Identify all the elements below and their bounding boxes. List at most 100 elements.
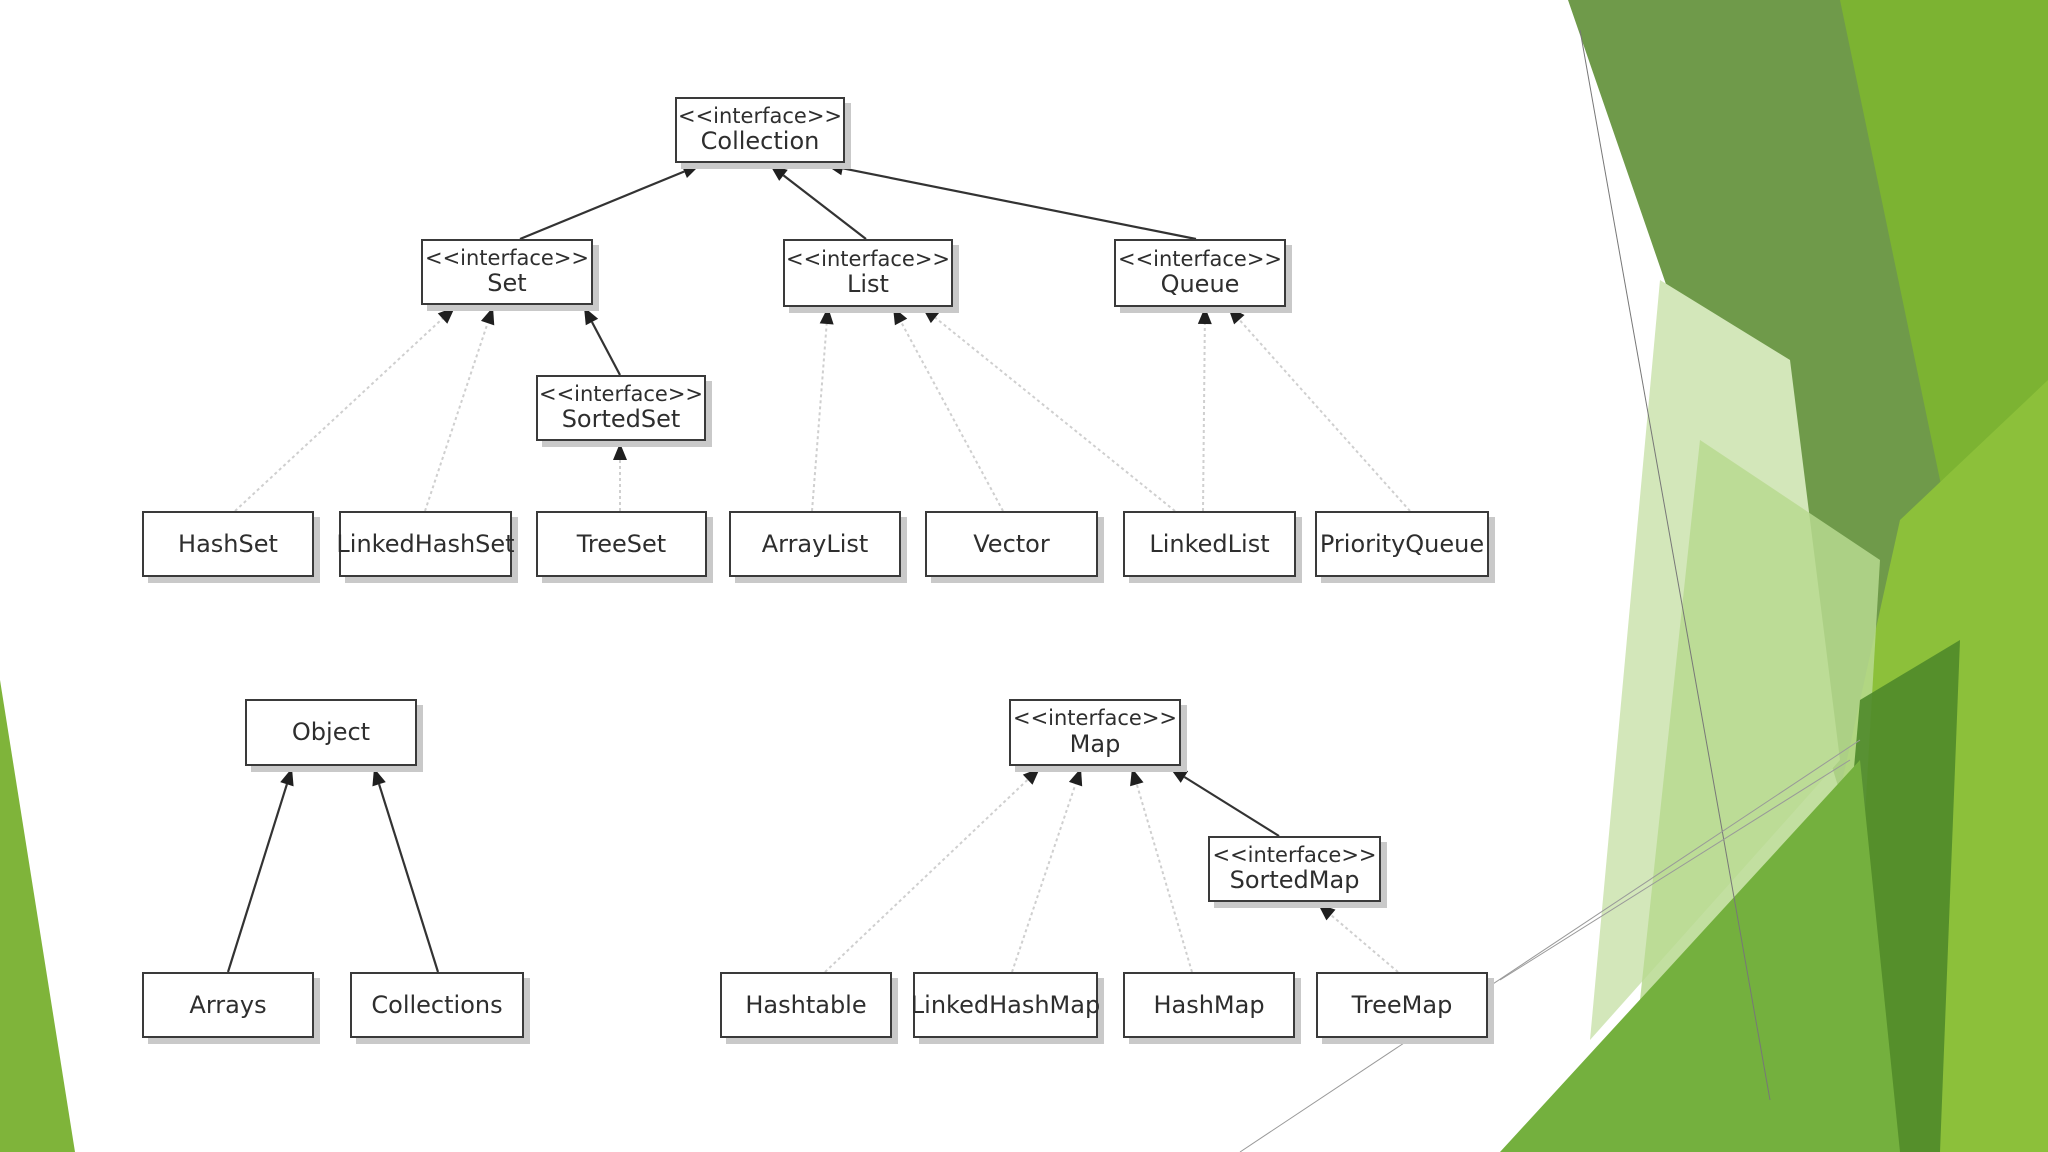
edge-vector-to-list (893, 307, 1004, 512)
edge-linkedhashmap-to-map (1011, 768, 1083, 973)
arrowhead-icon (681, 164, 700, 178)
collection-name: Collection (700, 127, 820, 156)
hashset-class-box: HashSet (142, 511, 314, 577)
arrowhead-icon (480, 307, 495, 326)
edge-line (1330, 914, 1399, 973)
edge-hashtable-to-map (824, 768, 1040, 973)
linkedlist-name: LinkedList (1149, 529, 1270, 558)
arrowhead-icon (1197, 307, 1212, 325)
arrowhead-icon (770, 165, 788, 181)
arrays-name: Arrays (189, 990, 267, 1019)
sortedset-interface-box: <<interface>> SortedSet (536, 375, 706, 441)
queue-stereotype: <<interface>> (1117, 246, 1283, 271)
list-name: List (847, 270, 889, 299)
sortedset-stereotype: <<interface>> (538, 381, 704, 406)
object-name: Object (291, 718, 371, 747)
edge-collections-to-object (372, 768, 440, 973)
arrowhead-icon (584, 307, 599, 326)
queue-name: Queue (1160, 270, 1240, 299)
object-class-box: Object (245, 699, 417, 766)
edge-line (824, 778, 1029, 973)
right-facet-lower (1500, 760, 1900, 1152)
edge-set-to-collection (519, 164, 700, 241)
treemap-name: TreeMap (1351, 990, 1453, 1019)
linkedlist-class-box: LinkedList (1123, 511, 1296, 577)
left-green-facet (0, 680, 75, 1152)
arrowhead-icon (893, 307, 908, 326)
thin-line-1 (1579, 29, 1771, 1101)
treemap-class-box: TreeMap (1316, 972, 1488, 1038)
thin-line-3 (1499, 759, 1851, 981)
vector-class-box: Vector (925, 511, 1098, 577)
edge-line (234, 317, 444, 512)
edge-hashmap-to-map (1130, 768, 1193, 973)
edge-line (590, 321, 621, 376)
treeset-class-box: TreeSet (536, 511, 707, 577)
arrowhead-icon (437, 307, 455, 324)
arraylist-class-box: ArrayList (729, 511, 901, 577)
linkedhashmap-class-box: LinkedHashMap (910, 972, 1101, 1038)
edge-priorityqueue-to-queue (1228, 307, 1411, 512)
map-stereotype: <<interface>> (1012, 706, 1178, 731)
arrowhead-icon (613, 443, 627, 460)
edge-line (378, 783, 440, 973)
set-name: Set (487, 269, 527, 298)
queue-interface-box: <<interface>> Queue (1114, 239, 1286, 307)
sortedmap-name: SortedMap (1229, 866, 1360, 895)
sortedmap-interface-box: <<interface>> SortedMap (1208, 836, 1381, 902)
linkedhashset-name: LinkedHashSet (336, 529, 515, 558)
edge-list-to-collection (770, 165, 867, 240)
hashmap-name: HashMap (1153, 990, 1265, 1019)
edge-line (1202, 323, 1206, 512)
edge-line (1135, 784, 1193, 973)
edge-line (782, 174, 867, 240)
arrowhead-icon (1068, 768, 1083, 787)
edge-line (900, 321, 1004, 512)
map-interface-box: <<interface>> Map (1009, 699, 1181, 766)
priorityqueue-name: PriorityQueue (1319, 529, 1485, 558)
arrowhead-icon (819, 307, 834, 325)
arrowhead-icon (1318, 904, 1336, 921)
arrowhead-icon (826, 161, 845, 176)
sortedset-name: SortedSet (561, 405, 681, 434)
hashtable-name: Hashtable (745, 990, 867, 1019)
linkedhashset-class-box: LinkedHashSet (336, 511, 515, 577)
edge-arrays-to-object (226, 768, 294, 973)
hashset-name: HashSet (178, 529, 278, 558)
edge-line (519, 170, 685, 241)
edge-arraylist-to-list (811, 307, 834, 512)
vector-name: Vector (973, 529, 1050, 558)
arraylist-name: ArrayList (761, 529, 869, 558)
treeset-name: TreeSet (576, 529, 667, 558)
edge-sortedset-to-set (584, 307, 621, 376)
edge-linkedhashset-to-set (424, 307, 495, 512)
edge-line (424, 322, 489, 512)
edge-linkedlist-to-queue (1197, 307, 1212, 512)
edge-line (226, 783, 288, 973)
arrowhead-icon (1170, 768, 1189, 783)
priorityqueue-class-box: PriorityQueue (1315, 511, 1489, 577)
collection-interface-box: <<interface>> Collection (675, 97, 845, 163)
edge-line (811, 323, 828, 512)
set-interface-box: <<interface>> Set (421, 239, 593, 305)
edge-linkedlist-to-list (922, 307, 1176, 512)
edge-treemap-to-sortedmap (1318, 904, 1399, 973)
set-stereotype: <<interface>> (424, 245, 590, 270)
arrowhead-icon (1228, 307, 1245, 325)
thin-line-2 (1239, 739, 1861, 1152)
hashmap-class-box: HashMap (1123, 972, 1295, 1038)
collections-class-box: Collections (350, 972, 524, 1038)
arrowhead-icon (1022, 768, 1040, 785)
edge-line (1238, 319, 1411, 512)
edge-line (842, 167, 1197, 241)
edge-line (934, 316, 1176, 512)
linkedhashmap-name: LinkedHashMap (910, 990, 1101, 1019)
arrowhead-icon (372, 768, 386, 787)
edge-queue-to-collection (826, 161, 1197, 241)
edge-line (1011, 783, 1077, 973)
sortedmap-stereotype: <<interface>> (1212, 842, 1377, 867)
edge-sortedmap-to-map (1170, 768, 1280, 837)
